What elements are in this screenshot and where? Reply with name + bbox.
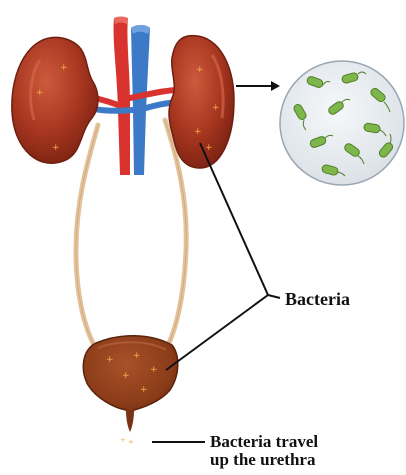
bacteria-inset [280, 61, 404, 185]
svg-text:+: + [196, 65, 204, 75]
svg-text:+: + [140, 385, 148, 395]
aorta [114, 17, 130, 176]
svg-text:+: + [120, 436, 126, 444]
svg-text:+: + [60, 63, 68, 73]
bacteria-label: Bacteria [285, 290, 350, 308]
svg-text:+: + [212, 103, 220, 113]
svg-text:+: + [133, 351, 141, 361]
svg-text:+: + [205, 143, 213, 153]
svg-text:+: + [106, 355, 114, 365]
ureters [76, 120, 186, 355]
bacteria-travel-line2: up the urethra [210, 451, 318, 469]
urethra-bacteria: ++ [120, 436, 134, 446]
svg-text:+: + [36, 88, 44, 98]
svg-text:+: + [194, 127, 202, 137]
urethra [126, 410, 134, 432]
kidney-bacteria-leader [200, 143, 280, 298]
bacteria-travel-label: Bacteria travel up the urethra [210, 433, 318, 469]
svg-text:+: + [128, 438, 134, 446]
svg-text:+: + [150, 365, 158, 375]
left-kidney: + + + [12, 37, 98, 163]
bacteria-travel-line1: Bacteria travel [210, 433, 318, 451]
svg-text:+: + [122, 371, 130, 381]
bladder: +++++ [83, 336, 177, 418]
svg-text:+: + [52, 143, 60, 153]
left-ureter [76, 125, 100, 355]
